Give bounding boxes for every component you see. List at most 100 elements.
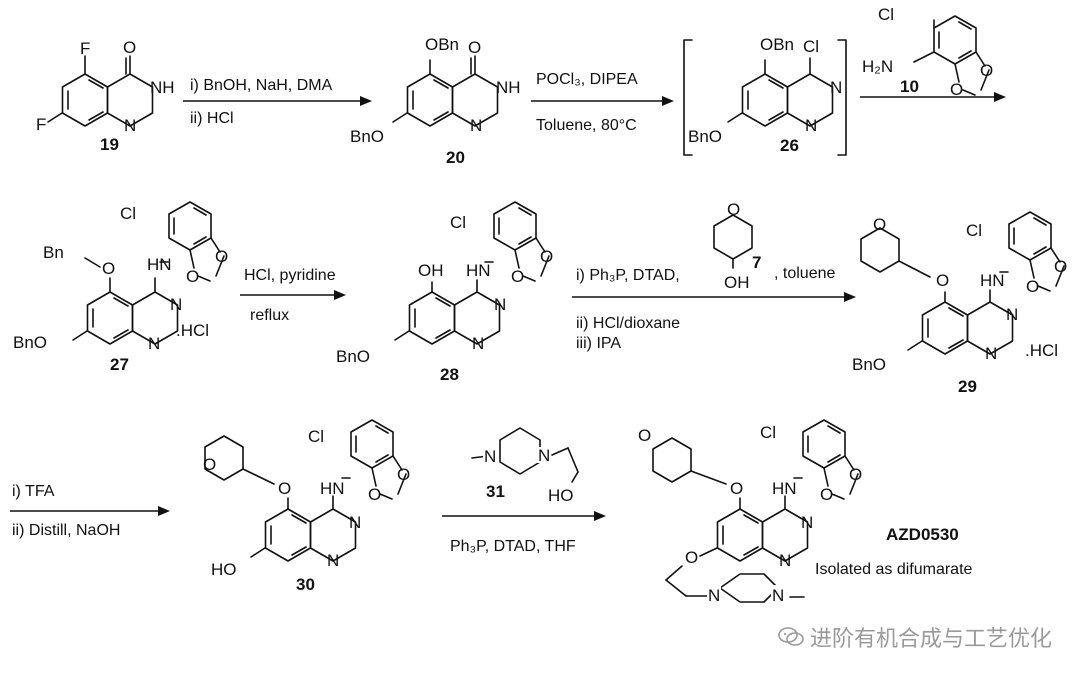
atom-N: N: [470, 116, 482, 135]
atom-HO: HO: [548, 486, 574, 505]
atom-H2N: H₂N: [862, 57, 893, 76]
atom-O: O: [215, 247, 228, 266]
atom-N: N: [484, 447, 496, 466]
compound-number: 31: [486, 482, 505, 501]
compound-31: N N HO 31: [471, 427, 579, 505]
atom-Cl: Cl: [803, 37, 819, 56]
atom-N: N: [830, 78, 842, 97]
atom-O: O: [123, 38, 136, 57]
conditions-line: ii) Distill, NaOH: [12, 522, 120, 539]
conditions-line: POCl₃, DIPEA: [536, 71, 638, 88]
atom-O: O: [980, 61, 993, 80]
compound-azd0530: O O HN Cl N N O N N O O AZD0530 Isolated…: [638, 419, 973, 605]
atom-Cl: Cl: [450, 213, 466, 232]
atom-NH: NH: [496, 78, 521, 97]
atom-O: O: [511, 267, 524, 286]
conditions-line: , toluene: [774, 265, 835, 282]
atom-OBn: OBn: [425, 35, 459, 54]
atom-HN: HN: [320, 479, 345, 498]
atom-N: N: [170, 295, 182, 314]
atom-O: O: [873, 215, 886, 234]
atom-N: N: [124, 116, 136, 135]
compound-number: 27: [110, 355, 129, 374]
compound-27: Bn O HN Cl N N BnO O O .HCl 27: [13, 201, 228, 374]
atom-Bn: Bn: [43, 243, 64, 262]
atom-N: N: [327, 551, 339, 570]
conditions-line: i) BnOH, NaH, DMA: [190, 77, 333, 94]
atom-Cl: Cl: [308, 427, 324, 446]
atom-N: N: [772, 586, 784, 605]
conditions-line: ii) HCl: [190, 110, 234, 127]
atom-O: O: [727, 200, 740, 219]
atom-OH: OH: [724, 273, 750, 292]
atom-Cl: Cl: [120, 204, 136, 223]
compound-number: 29: [958, 377, 977, 396]
compound-number: 28: [440, 365, 459, 384]
atom-Cl: Cl: [760, 423, 776, 442]
conditions-line: Toluene, 80°C: [536, 117, 637, 134]
atom-O: O: [397, 465, 410, 484]
compound-number: 19: [100, 135, 119, 154]
atom-N: N: [148, 334, 160, 353]
atom-O: O: [820, 485, 833, 504]
conditions-line: ii) HCl/dioxane: [576, 315, 680, 332]
conditions-line: i) TFA: [12, 483, 55, 500]
compound-29: O O HN Cl N N BnO O O .HCl 29: [852, 211, 1067, 396]
reaction-arrow-3: [860, 92, 1006, 102]
reaction-arrow-2: POCl₃, DIPEA Toluene, 80°C: [531, 71, 674, 134]
atom-BnO: BnO: [852, 355, 886, 374]
atom-O: O: [936, 271, 949, 290]
atom-BnO: BnO: [13, 333, 47, 352]
compound-number: 7: [752, 253, 761, 272]
atom-N: N: [494, 295, 506, 314]
product-note: Isolated as difumarate: [815, 561, 973, 578]
atom-N: N: [349, 513, 361, 532]
compound-28: OH HN Cl N N BnO O O 28: [336, 201, 553, 384]
reaction-arrow-4: HCl, pyridine reflux: [240, 267, 346, 324]
conditions-line: i) Ph₃P, DTAD,: [576, 267, 680, 284]
atom-HN: HN: [466, 261, 491, 280]
atom-BnO: BnO: [688, 127, 722, 146]
atom-N: N: [779, 551, 791, 570]
atom-BnO: BnO: [350, 127, 384, 146]
atom-F: F: [36, 115, 46, 134]
compound-19: F F O NH N 19: [36, 38, 175, 154]
atom-O: O: [468, 38, 481, 57]
reaction-arrow-7: Ph₃P, DTAD, THF: [442, 511, 606, 555]
atom-O: O: [1054, 257, 1067, 276]
conditions-line: HCl, pyridine: [244, 267, 336, 284]
atom-O: O: [278, 479, 291, 498]
salt-label: .HCl: [176, 321, 209, 340]
atom-O: O: [638, 426, 651, 445]
atom-Cl: Cl: [966, 221, 982, 240]
compound-7: O OH 7: [713, 200, 761, 292]
watermark-text: 进阶有机合成与工艺优化: [809, 627, 1052, 652]
atom-OBn: OBn: [760, 35, 794, 54]
atom-N: N: [805, 116, 817, 135]
compound-20: OBn O NH N BnO 20: [350, 35, 521, 167]
atom-F: F: [80, 39, 90, 58]
watermark: 进阶有机合成与工艺优化: [778, 621, 1052, 653]
reaction-arrow-6: i) TFA ii) Distill, NaOH: [10, 483, 170, 539]
atom-O: O: [368, 485, 381, 504]
atom-HO: HO: [211, 560, 237, 579]
atom-N: N: [1006, 305, 1018, 324]
atom-N: N: [985, 344, 997, 363]
compound-30: O O HN Cl N N HO O O 30: [203, 419, 410, 594]
atom-Cl: Cl: [878, 5, 894, 24]
atom-NH: NH: [150, 78, 175, 97]
atom-BnO: BnO: [336, 347, 370, 366]
conditions-line: iii) IPA: [576, 335, 621, 352]
atom-O: O: [102, 259, 115, 278]
compound-number: 26: [780, 136, 799, 155]
atom-O: O: [540, 247, 553, 266]
compound-26: OBn Cl N N BnO 26: [683, 35, 847, 156]
conditions-line: reflux: [250, 307, 289, 324]
salt-label: .HCl: [1025, 341, 1058, 360]
atom-O: O: [186, 267, 199, 286]
compound-number: 30: [296, 575, 315, 594]
atom-HN: HN: [147, 255, 172, 274]
atom-O: O: [950, 80, 963, 99]
atom-HN: HN: [772, 479, 797, 498]
